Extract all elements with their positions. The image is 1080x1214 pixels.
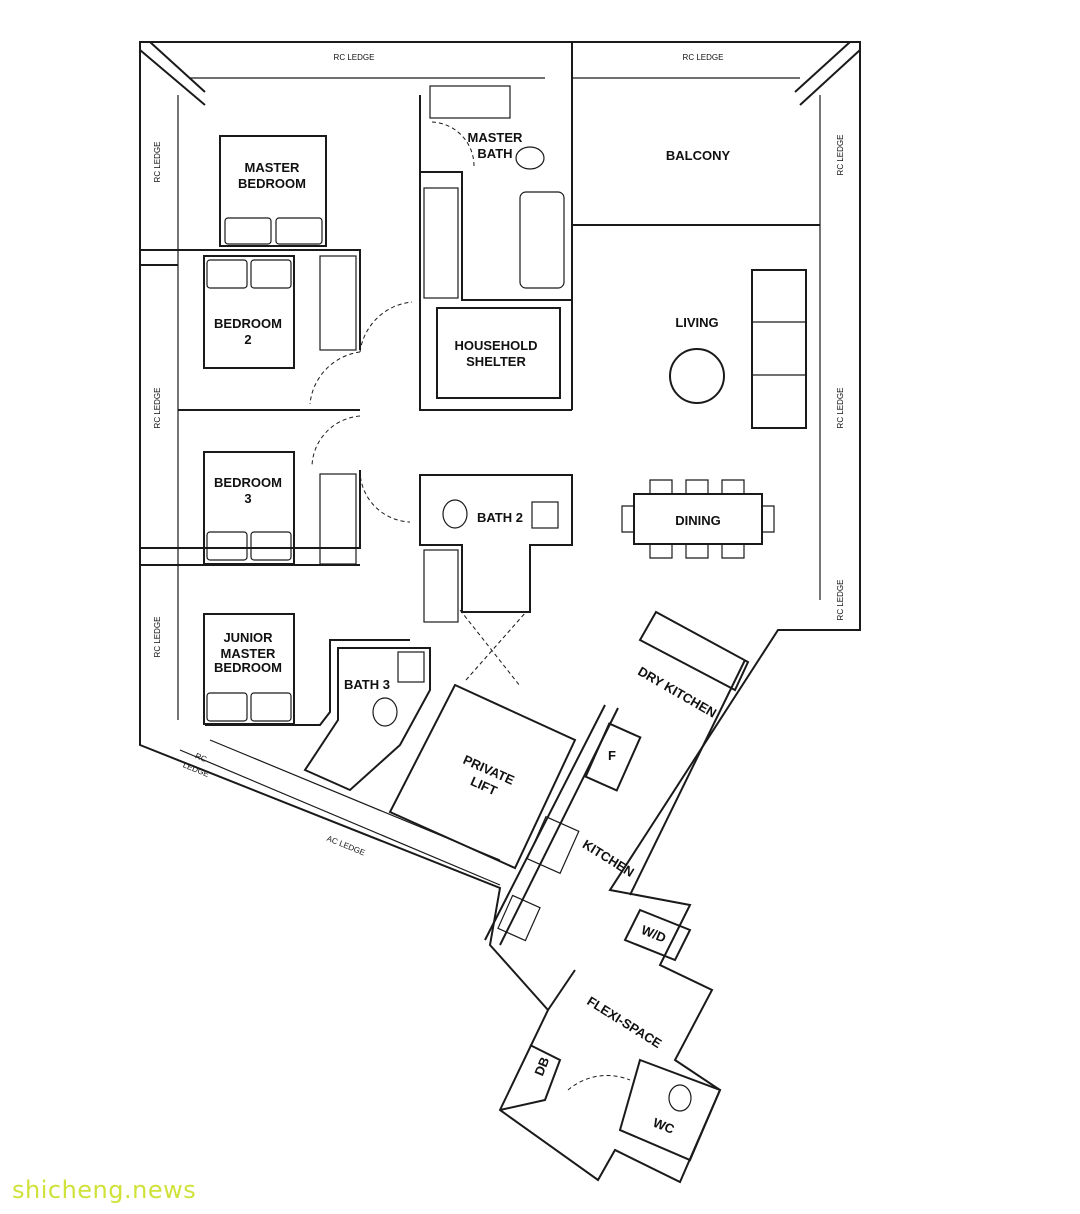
master-sink — [429, 85, 511, 119]
label-dry-kitchen: DRY KITCHEN — [635, 664, 719, 721]
door-b3b — [311, 415, 361, 467]
bed-junior — [203, 613, 295, 725]
label-bedroom2-1: BEDROOM — [214, 316, 282, 331]
label-junior-3: BEDROOM — [214, 660, 282, 675]
kitchen-wall-right — [629, 659, 746, 896]
shelter-box — [436, 307, 561, 399]
dining-chairs — [621, 479, 775, 559]
wc-box — [618, 1058, 722, 1162]
label-wc: WC — [651, 1115, 677, 1137]
master-toilet — [515, 146, 545, 170]
lift-shaft — [388, 683, 577, 870]
label-db: DB — [531, 1055, 552, 1078]
bed-junior-pillow-r — [250, 692, 292, 722]
corner-tl — [139, 41, 206, 106]
label-junior-2: MASTER — [221, 646, 277, 661]
flexi-wall — [499, 969, 576, 1111]
label-rc-ledge-top1: RC LEDGE — [334, 53, 375, 62]
label-kitchen: KITCHEN — [580, 837, 637, 880]
label-master-bedroom-2: BEDROOM — [238, 176, 306, 191]
bath3-sink — [397, 651, 425, 683]
bath3-wall — [303, 647, 431, 792]
wardrobe-master — [423, 187, 459, 299]
label-rc-ledge-left1: RC LEDGE — [153, 142, 162, 183]
kitchen-sink — [497, 894, 541, 942]
wardrobe-b3 — [319, 473, 357, 565]
dry-kitchen-counter — [638, 610, 750, 692]
bed2-pillow-l — [206, 259, 248, 289]
master-bed-pillow-l — [224, 217, 272, 245]
label-master-bath-1: MASTER — [468, 130, 524, 145]
label-master-bedroom-1: MASTER — [245, 160, 301, 175]
hob — [526, 815, 580, 875]
fridge — [584, 722, 642, 792]
bath2-sink — [531, 501, 559, 529]
bed2-pillow-r — [250, 259, 292, 289]
label-junior-1: JUNIOR — [223, 630, 273, 645]
label-master-bath-2: BATH — [477, 146, 512, 161]
label-bedroom3-1: BEDROOM — [214, 475, 282, 490]
bed3-pillow-r — [250, 531, 292, 561]
lift-cross — [459, 609, 527, 687]
wc-toilet — [668, 1084, 692, 1112]
wardrobe-bath2 — [423, 549, 459, 623]
label-bedroom3-2: 3 — [244, 491, 251, 506]
bed3-pillow-l — [206, 531, 248, 561]
door-b3 — [359, 469, 411, 523]
bed2 — [203, 255, 295, 369]
label-dining: DINING — [675, 513, 721, 528]
label-rc-ledge-top2: RC LEDGE — [683, 53, 724, 62]
coffee-table — [669, 348, 725, 404]
label-shelter-2: SHELTER — [466, 354, 526, 369]
label-bath2: BATH 2 — [477, 510, 523, 525]
label-rc-small-1: RC — [194, 751, 208, 764]
label-wd: W/D — [639, 922, 668, 945]
label-rc-ledge-left3: RC LEDGE — [153, 617, 162, 658]
label-bath3: BATH 3 — [344, 677, 390, 692]
sofa-cushions — [752, 321, 806, 376]
label-bedroom2-2: 2 — [244, 332, 251, 347]
bath3-toilet — [372, 697, 398, 727]
bath2-wall — [419, 474, 573, 613]
label-rc-ledge-left2: RC LEDGE — [153, 388, 162, 429]
door-master-bath — [431, 121, 475, 167]
bed-junior-pillow-l — [206, 692, 248, 722]
door-b2b — [309, 351, 361, 405]
ac-ledge — [179, 739, 501, 886]
kitchen-wall-left — [484, 704, 619, 946]
door-flexi — [567, 1074, 631, 1091]
label-rc-ledge-right2: RC LEDGE — [836, 388, 845, 429]
bath2-toilet — [442, 499, 468, 529]
label-living: LIVING — [675, 315, 718, 330]
wd-box — [623, 908, 692, 962]
corner-tr — [794, 41, 861, 106]
label-flexi: FLEXI-SPACE — [584, 993, 664, 1051]
watermark: shicheng.news — [12, 1176, 197, 1204]
master-bed — [219, 135, 327, 247]
sofa — [751, 269, 807, 429]
label-shelter-1: HOUSEHOLD — [454, 338, 537, 353]
master-bath-wall — [420, 171, 572, 301]
bathtub — [519, 191, 565, 289]
label-rc-ledge-right1: RC LEDGE — [836, 135, 845, 176]
label-balcony: BALCONY — [666, 148, 731, 163]
label-rc-ledge-right3: RC LEDGE — [836, 580, 845, 621]
label-fridge: F — [608, 748, 616, 763]
bed3 — [203, 451, 295, 565]
master-bed-pillow-r — [275, 217, 323, 245]
door-b2 — [359, 301, 413, 353]
bedroom-wall-1 — [140, 249, 361, 350]
label-ac-ledge: AC LEDGE — [325, 834, 366, 858]
corridor-wall — [419, 95, 572, 411]
label-rc-small-2: LEDGE — [182, 760, 211, 779]
wardrobe-b2 — [319, 255, 357, 351]
